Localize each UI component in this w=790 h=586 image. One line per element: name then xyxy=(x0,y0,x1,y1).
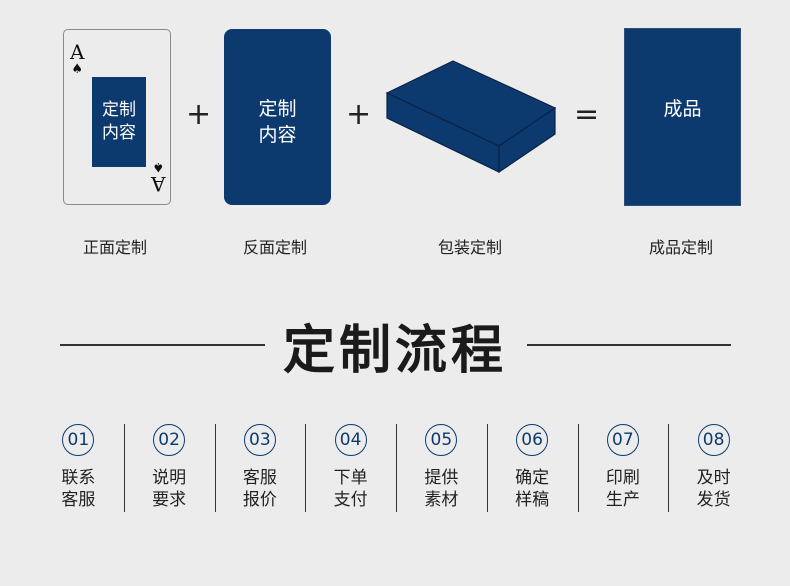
step-label: 联系 客服 xyxy=(61,467,95,511)
step-number: 08 xyxy=(697,424,730,456)
step-label-line2: 要求 xyxy=(152,490,187,510)
back-custom-content: 定制 内容 xyxy=(224,97,331,148)
step-label-line1: 下单 xyxy=(333,468,368,488)
front-content-line1: 定制 xyxy=(102,100,136,121)
step-label-line1: 确定 xyxy=(515,468,550,488)
spade-icon: ♠ xyxy=(71,62,84,77)
product-label: 成品 xyxy=(663,98,702,120)
finished-product-illustration: 成品 xyxy=(624,28,741,206)
step-label-line1: 提供 xyxy=(424,468,459,488)
caption-product: 成品定制 xyxy=(648,238,713,257)
step-label-line2: 发货 xyxy=(696,490,731,510)
process-step: 03 客服 报价 xyxy=(214,424,306,516)
process-step: 08 及时 发货 xyxy=(668,424,759,516)
box-right-face xyxy=(498,106,556,174)
card-corner-bottom-right: A ♠ xyxy=(150,159,165,196)
back-content-line2: 内容 xyxy=(258,123,297,146)
step-label-line2: 报价 xyxy=(242,490,277,510)
process-step: 05 提供 素材 xyxy=(396,424,487,516)
step-label: 印刷 生产 xyxy=(606,467,640,511)
plus-sign: + xyxy=(186,97,212,132)
step-number: 02 xyxy=(153,424,186,456)
front-card-illustration: A ♠ 定制 内容 A ♠ xyxy=(63,29,171,205)
step-number: 07 xyxy=(606,424,639,456)
step-label-line2: 支付 xyxy=(333,490,368,510)
back-card-illustration: 定制 内容 xyxy=(224,29,331,205)
step-label: 确定 样稿 xyxy=(515,467,549,511)
process-step: 06 确定 样稿 xyxy=(486,424,578,516)
card-rank: A xyxy=(150,172,165,196)
caption-back: 反面定制 xyxy=(242,238,307,257)
equals-sign: = xyxy=(574,97,600,132)
step-label: 下单 支付 xyxy=(334,467,368,511)
step-label-line2: 素材 xyxy=(424,490,459,510)
plus-sign: + xyxy=(346,97,372,132)
caption-front: 正面定制 xyxy=(82,238,147,257)
step-number: 06 xyxy=(516,424,549,456)
front-content-line2: 内容 xyxy=(102,123,136,143)
process-step: 02 说明 要求 xyxy=(123,424,215,516)
process-step: 04 下单 支付 xyxy=(305,424,396,516)
step-label-line2: 样稿 xyxy=(515,490,550,510)
step-number: 05 xyxy=(425,424,458,456)
step-label-line1: 客服 xyxy=(242,468,277,488)
step-label-line2: 客服 xyxy=(61,490,96,510)
packaging-box-illustration xyxy=(385,60,557,174)
step-label: 及时 发货 xyxy=(697,467,731,511)
process-title: 定制流程 xyxy=(282,321,507,381)
step-label-line1: 印刷 xyxy=(605,468,640,488)
spade-icon: ♠ xyxy=(151,159,164,174)
process-step: 07 印刷 生产 xyxy=(577,424,669,516)
caption-packaging: 包装定制 xyxy=(437,238,502,257)
step-label-line1: 说明 xyxy=(152,468,187,488)
step-number: 03 xyxy=(243,424,276,456)
process-step: 01 联系 客服 xyxy=(33,424,124,516)
back-content-line1: 定制 xyxy=(258,98,297,120)
title-divider-left xyxy=(60,344,265,346)
process-steps: 01 联系 客服 02 说明 要求 03 客服 报价 04 下单 支付 05 提… xyxy=(33,424,759,516)
step-label-line1: 联系 xyxy=(61,468,96,488)
step-number: 04 xyxy=(334,424,367,456)
title-divider-right xyxy=(527,344,731,346)
step-number: 01 xyxy=(62,424,95,456)
step-label: 客服 报价 xyxy=(243,467,277,511)
step-label-line1: 及时 xyxy=(696,468,731,488)
front-custom-content-area: 定制 内容 xyxy=(92,77,146,167)
card-rank: A xyxy=(70,40,85,64)
step-label-line2: 生产 xyxy=(605,490,640,510)
step-label: 提供 素材 xyxy=(424,467,458,511)
step-label: 说明 要求 xyxy=(152,467,186,511)
card-corner-top-left: A ♠ xyxy=(70,42,84,76)
